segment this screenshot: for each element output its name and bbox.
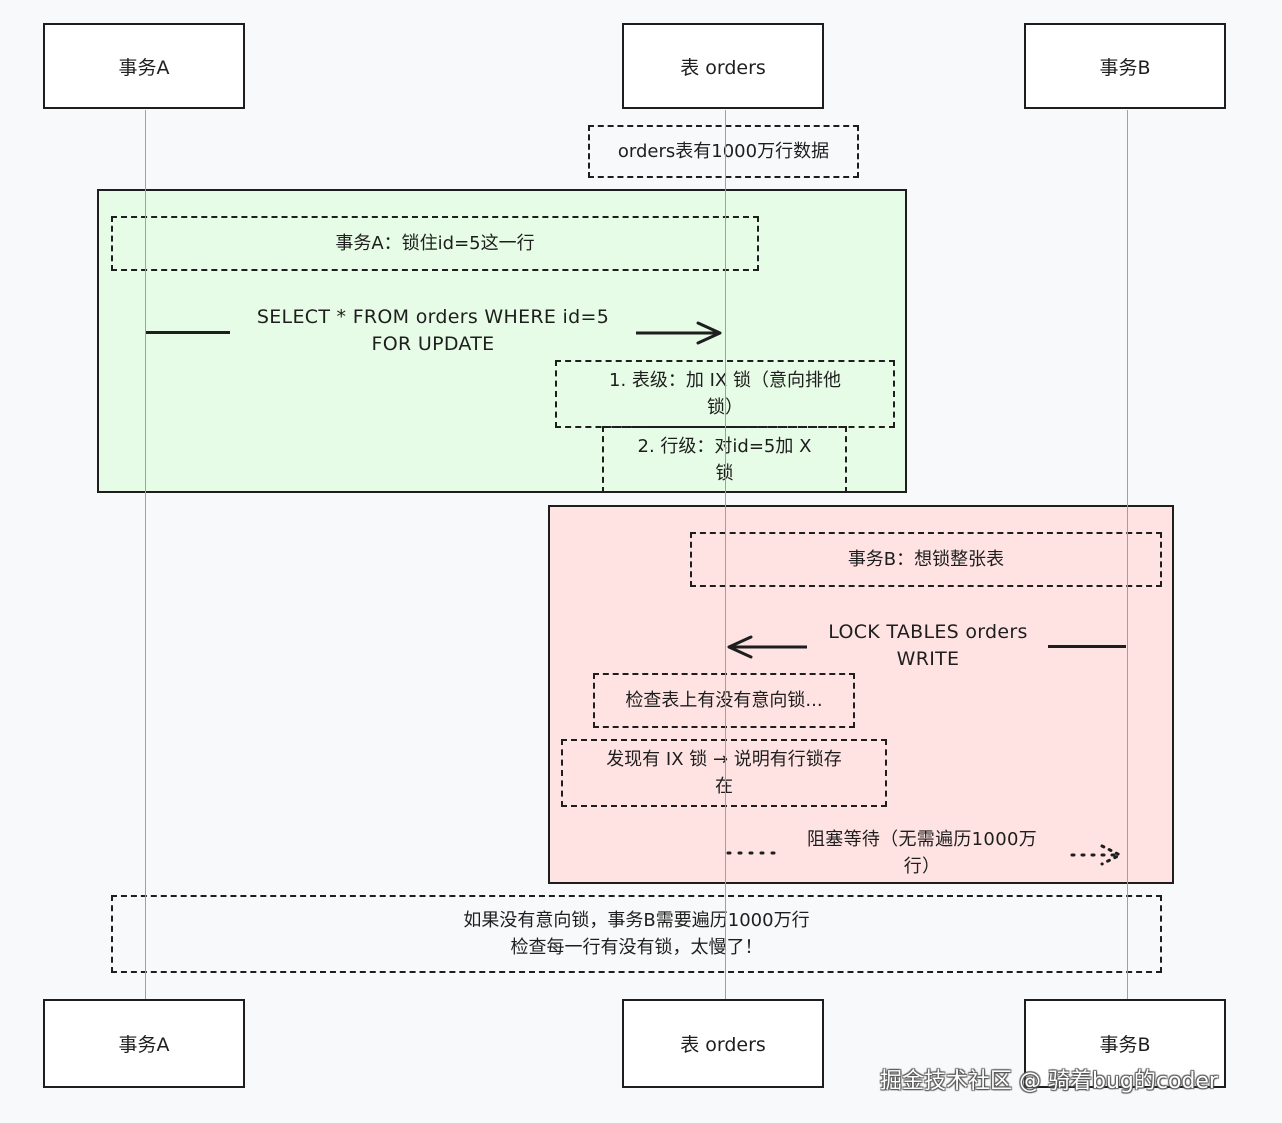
- participant-label: 表 orders: [680, 1034, 766, 1056]
- message-text-line-1: SELECT * FROM orders WHERE id=5: [256, 306, 610, 328]
- message-line-left-segment: [146, 331, 230, 334]
- message-text-line-2: FOR UPDATE: [371, 333, 495, 355]
- message-text-line-1: 阻塞等待（无需遍历1000万: [806, 829, 1037, 850]
- participant-table-orders-bottom[interactable]: 表 orders: [622, 999, 824, 1088]
- note-text-line-1: 发现有 IX 锁 → 说明有行锁存: [606, 749, 842, 770]
- note-tx-a-goal[interactable]: 事务A：锁住id=5这一行: [111, 216, 759, 271]
- message-select-arrow: [636, 321, 722, 345]
- participant-tx-a-bottom[interactable]: 事务A: [43, 999, 245, 1088]
- message-text-line-2: WRITE: [896, 648, 960, 670]
- message-lock-tables-arrow: [727, 635, 807, 659]
- participant-label: 事务A: [118, 56, 170, 79]
- message-blocked-label: 阻塞等待（无需遍历1000万 行）: [782, 826, 1062, 880]
- arrow-head-icon: [727, 635, 753, 659]
- participant-label: 事务A: [118, 1034, 170, 1056]
- message-text-line-2: 行）: [903, 856, 941, 877]
- participant-tx-b-top[interactable]: 事务B: [1024, 23, 1226, 109]
- note-row-level-x-lock[interactable]: 2. 行级：对id=5加 X 锁: [602, 426, 847, 493]
- message-select-label: SELECT * FROM orders WHERE id=5 FOR UPDA…: [230, 304, 636, 358]
- note-text: 事务B：想锁整张表: [847, 549, 1005, 570]
- participant-tx-b-bottom[interactable]: 事务B: [1024, 999, 1226, 1088]
- participant-tx-a-top[interactable]: 事务A: [43, 23, 245, 109]
- note-summary[interactable]: 如果没有意向锁，事务B需要遍历1000万行 检查每一行有没有锁，太慢了！: [111, 895, 1162, 973]
- participant-label: 事务B: [1099, 1034, 1151, 1056]
- arrow-head-icon: [696, 321, 722, 345]
- message-blocked-dotted-line: [726, 851, 784, 855]
- lifeline-table-orders: [725, 110, 726, 1000]
- note-text: 事务A：锁住id=5这一行: [335, 233, 535, 254]
- note-text-line-1: 1. 表级：加 IX 锁（意向排他: [609, 370, 841, 391]
- message-blocked-arrow: [1070, 844, 1124, 866]
- note-found-ix-lock[interactable]: 发现有 IX 锁 → 说明有行锁存 在: [561, 739, 887, 807]
- note-text-line-1: 如果没有意向锁，事务B需要遍历1000万行: [463, 910, 810, 931]
- message-text-line-1: LOCK TABLES orders: [828, 621, 1028, 643]
- note-text-line-2: 锁: [716, 460, 734, 487]
- message-line-right-segment: [1048, 645, 1126, 648]
- note-table-rows[interactable]: orders表有1000万行数据: [588, 125, 859, 178]
- arrow-head-icon: [1100, 844, 1124, 866]
- note-check-intent-lock[interactable]: 检查表上有没有意向锁...: [593, 673, 855, 728]
- lifeline-tx-b: [1127, 110, 1128, 1000]
- note-text: 检查表上有没有意向锁...: [625, 690, 823, 711]
- note-text: orders表有1000万行数据: [617, 141, 830, 162]
- group-tx-b-lock-table: [548, 505, 1174, 884]
- note-text-line-2: 检查每一行有没有锁，太慢了！: [510, 937, 763, 958]
- note-text-line-1: 2. 行级：对id=5加 X: [637, 435, 812, 457]
- participant-table-orders-top[interactable]: 表 orders: [622, 23, 824, 109]
- message-lock-tables-label: LOCK TABLES orders WRITE: [808, 619, 1048, 673]
- participant-label: 表 orders: [680, 56, 766, 79]
- watermark: 掘金技术社区 @ 骑着bug的coder: [880, 1069, 1218, 1094]
- participant-label: 事务B: [1099, 56, 1151, 79]
- group-tx-a-lock-row: [97, 189, 907, 493]
- lifeline-tx-a: [145, 110, 146, 1000]
- note-text-line-2: 在: [715, 776, 733, 797]
- note-tx-b-goal[interactable]: 事务B：想锁整张表: [690, 532, 1162, 587]
